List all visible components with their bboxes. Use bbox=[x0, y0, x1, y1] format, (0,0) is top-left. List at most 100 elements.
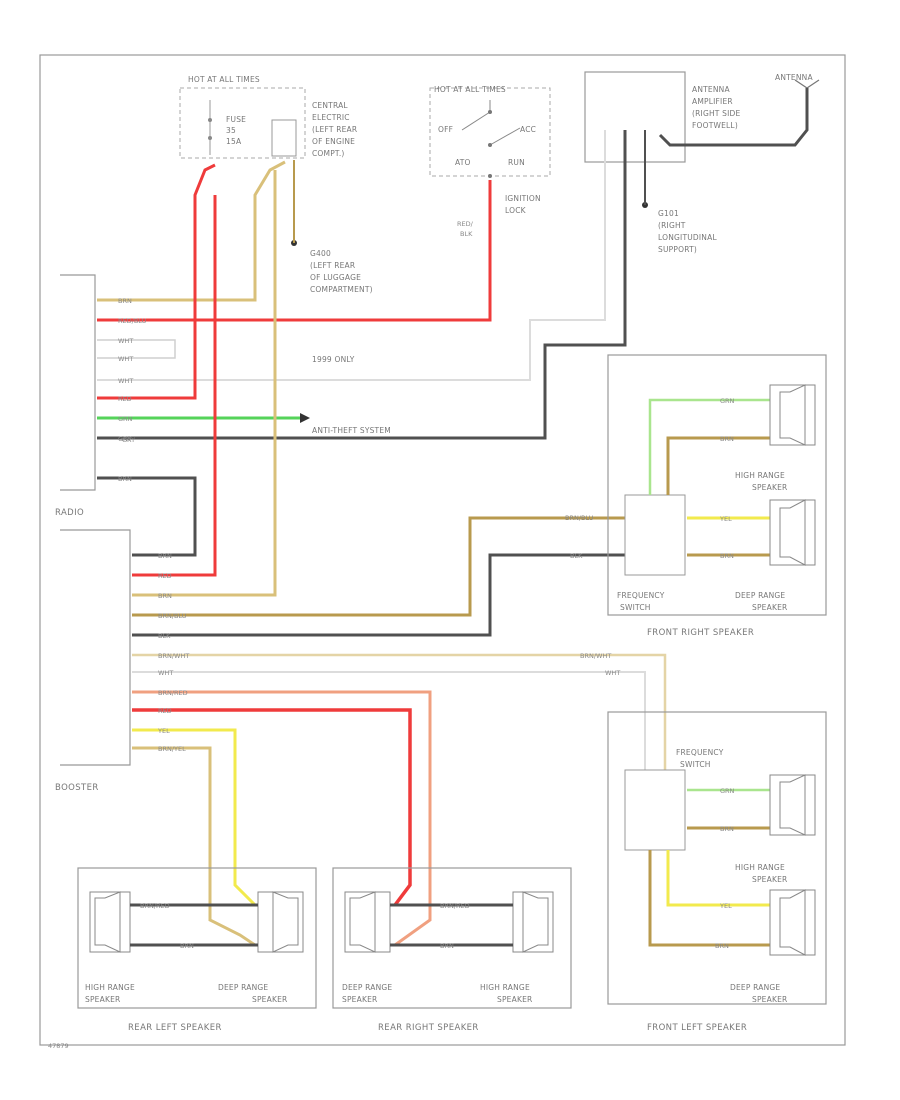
rr-brn-tag: BRN bbox=[440, 942, 454, 950]
central-label-2: ELECTRIC bbox=[312, 113, 350, 122]
central-electric-box bbox=[271, 119, 297, 157]
fr-brnblu-tag: BRN/BLU bbox=[565, 514, 594, 522]
front-right-label: FRONT RIGHT SPEAKER bbox=[647, 628, 754, 638]
ign-hot-label: HOT AT ALL TIMES bbox=[434, 85, 506, 94]
diagram-frame bbox=[39, 54, 846, 1046]
page-id: 47879 bbox=[48, 1042, 69, 1050]
amp-label-1: ANTENNA bbox=[692, 85, 730, 94]
ign-off-label: OFF bbox=[438, 125, 453, 134]
fr-freq-label-2: SWITCH bbox=[620, 603, 651, 612]
fl-high-speaker-icon bbox=[769, 774, 816, 836]
fl-brn2-tag: BRN bbox=[715, 942, 729, 950]
g400-label-3: OF LUGGAGE bbox=[310, 273, 361, 282]
radio-wire-label: BRN bbox=[118, 297, 132, 305]
rr-deep-label-1: DEEP RANGE bbox=[342, 983, 392, 992]
g400-label-2: (LEFT REAR bbox=[310, 261, 355, 270]
fl-deep-label-1: DEEP RANGE bbox=[730, 983, 780, 992]
fr-high-label-1: HIGH RANGE bbox=[735, 471, 785, 480]
hot-label: HOT AT ALL TIMES bbox=[188, 75, 260, 84]
fl-grn-tag: GRN bbox=[720, 787, 735, 795]
rear-right-label: REAR RIGHT SPEAKER bbox=[378, 1023, 479, 1033]
radio-wire-label: WHT bbox=[118, 337, 133, 345]
booster-wire-label: BRN/YEL bbox=[158, 745, 186, 753]
radio-wire-label: WHT bbox=[118, 355, 133, 363]
ign-lock-label-2: LOCK bbox=[505, 206, 527, 215]
front-left-label: FRONT LEFT SPEAKER bbox=[647, 1023, 747, 1033]
rear-left-label: REAR LEFT SPEAKER bbox=[128, 1023, 222, 1033]
ign-run-label: RUN bbox=[508, 158, 525, 167]
booster-wire-label: BLK bbox=[158, 632, 171, 640]
fr-high-speaker-icon bbox=[769, 384, 816, 446]
g101-label-3: LONGITUDINAL bbox=[658, 233, 717, 242]
booster-box bbox=[60, 529, 131, 766]
rear-left-speaker-group bbox=[77, 867, 317, 1009]
fr-deep-speaker-icon bbox=[769, 499, 816, 566]
fl-deep-speaker-icon bbox=[769, 889, 816, 956]
radio-box bbox=[60, 274, 96, 491]
rl-deep-label-2: SPEAKER bbox=[252, 995, 287, 1004]
radio-wire-label: WHT bbox=[118, 377, 133, 385]
radio-wire-label: RED/BLU bbox=[118, 317, 147, 325]
fuse-number: 35 bbox=[226, 126, 236, 135]
fr-deep-label-1: DEEP RANGE bbox=[735, 591, 785, 600]
rl-brnred-tag: BRN/RED bbox=[140, 902, 170, 910]
fl-freq-label-1: FREQUENCY bbox=[676, 748, 724, 757]
g101-label-1: G101 bbox=[658, 209, 679, 218]
booster-wire-label: RED bbox=[158, 707, 172, 715]
fl-deep-label-2: SPEAKER bbox=[752, 995, 787, 1004]
radio-wire-label: GRY bbox=[118, 435, 131, 443]
booster-wire-label: BRN/RED bbox=[158, 689, 188, 697]
wht-tag: WHT bbox=[605, 669, 620, 677]
front-left-frequency-switch bbox=[624, 769, 686, 851]
radio-label: RADIO bbox=[55, 508, 84, 518]
fl-freq-label-2: SWITCH bbox=[680, 760, 711, 769]
fr-blk-tag: BLK bbox=[570, 552, 583, 560]
booster-wire-label: BRN bbox=[158, 552, 172, 560]
fl-high-label-1: HIGH RANGE bbox=[735, 863, 785, 872]
central-label-1: CENTRAL bbox=[312, 101, 348, 110]
fuse-rating: 15A bbox=[226, 137, 242, 146]
rr-deep-speaker-icon bbox=[344, 891, 391, 953]
rl-high-label-2: SPEAKER bbox=[85, 995, 120, 1004]
fuse-label: FUSE bbox=[226, 115, 246, 124]
ign-acc-label: ACC bbox=[520, 125, 536, 134]
year-only-label: 1999 ONLY bbox=[312, 355, 355, 364]
anti-theft-label: ANTI-THEFT SYSTEM bbox=[312, 426, 391, 435]
radio-wire-label: RED bbox=[118, 395, 132, 403]
rl-high-label-1: HIGH RANGE bbox=[85, 983, 135, 992]
fr-brn2-tag: BRN bbox=[720, 552, 734, 560]
rl-deep-label-1: DEEP RANGE bbox=[218, 983, 268, 992]
booster-wire-label: WHT bbox=[158, 669, 173, 677]
rr-high-speaker-icon bbox=[512, 891, 554, 953]
booster-wire-label: BRN/WHT bbox=[158, 652, 189, 660]
radio-gry-tag: GRY bbox=[122, 436, 135, 444]
fl-yel-tag: YEL bbox=[719, 902, 732, 910]
g400-label-4: COMPARTMENT) bbox=[310, 285, 373, 294]
booster-wire-label: RED bbox=[158, 572, 172, 580]
fr-yel-tag: YEL bbox=[719, 515, 732, 523]
amp-label-3: (RIGHT SIDE bbox=[692, 109, 741, 118]
fr-brn-tag: BRN bbox=[720, 435, 734, 443]
amp-label-2: AMPLIFIER bbox=[692, 97, 733, 106]
g101-label-4: SUPPORT) bbox=[658, 245, 697, 254]
g400-label-1: G400 bbox=[310, 249, 331, 258]
booster-wire-label: BRN/BLU bbox=[158, 612, 187, 620]
ign-lock-label-1: IGNITION bbox=[505, 194, 541, 203]
rr-deep-label-2: SPEAKER bbox=[342, 995, 377, 1004]
rl-deep-speaker-icon bbox=[257, 891, 304, 953]
booster-label: BOOSTER bbox=[55, 783, 99, 793]
rr-high-label-1: HIGH RANGE bbox=[480, 983, 530, 992]
fl-brn-tag: BRN bbox=[720, 825, 734, 833]
fr-deep-label-2: SPEAKER bbox=[752, 603, 787, 612]
radio-wire-label: GRN bbox=[118, 415, 133, 423]
redblk-tag-1: RED/ bbox=[457, 220, 474, 228]
central-label-3: (LEFT REAR bbox=[312, 125, 357, 134]
rear-right-speaker-group bbox=[332, 867, 572, 1009]
brnwht-tag: BRN/WHT bbox=[580, 652, 611, 660]
booster-wire-label: YEL bbox=[157, 727, 170, 735]
radio-wire-label: BRN bbox=[118, 475, 132, 483]
antenna-label: ANTENNA bbox=[775, 73, 813, 82]
fl-high-label-2: SPEAKER bbox=[752, 875, 787, 884]
fr-freq-label-1: FREQUENCY bbox=[617, 591, 665, 600]
